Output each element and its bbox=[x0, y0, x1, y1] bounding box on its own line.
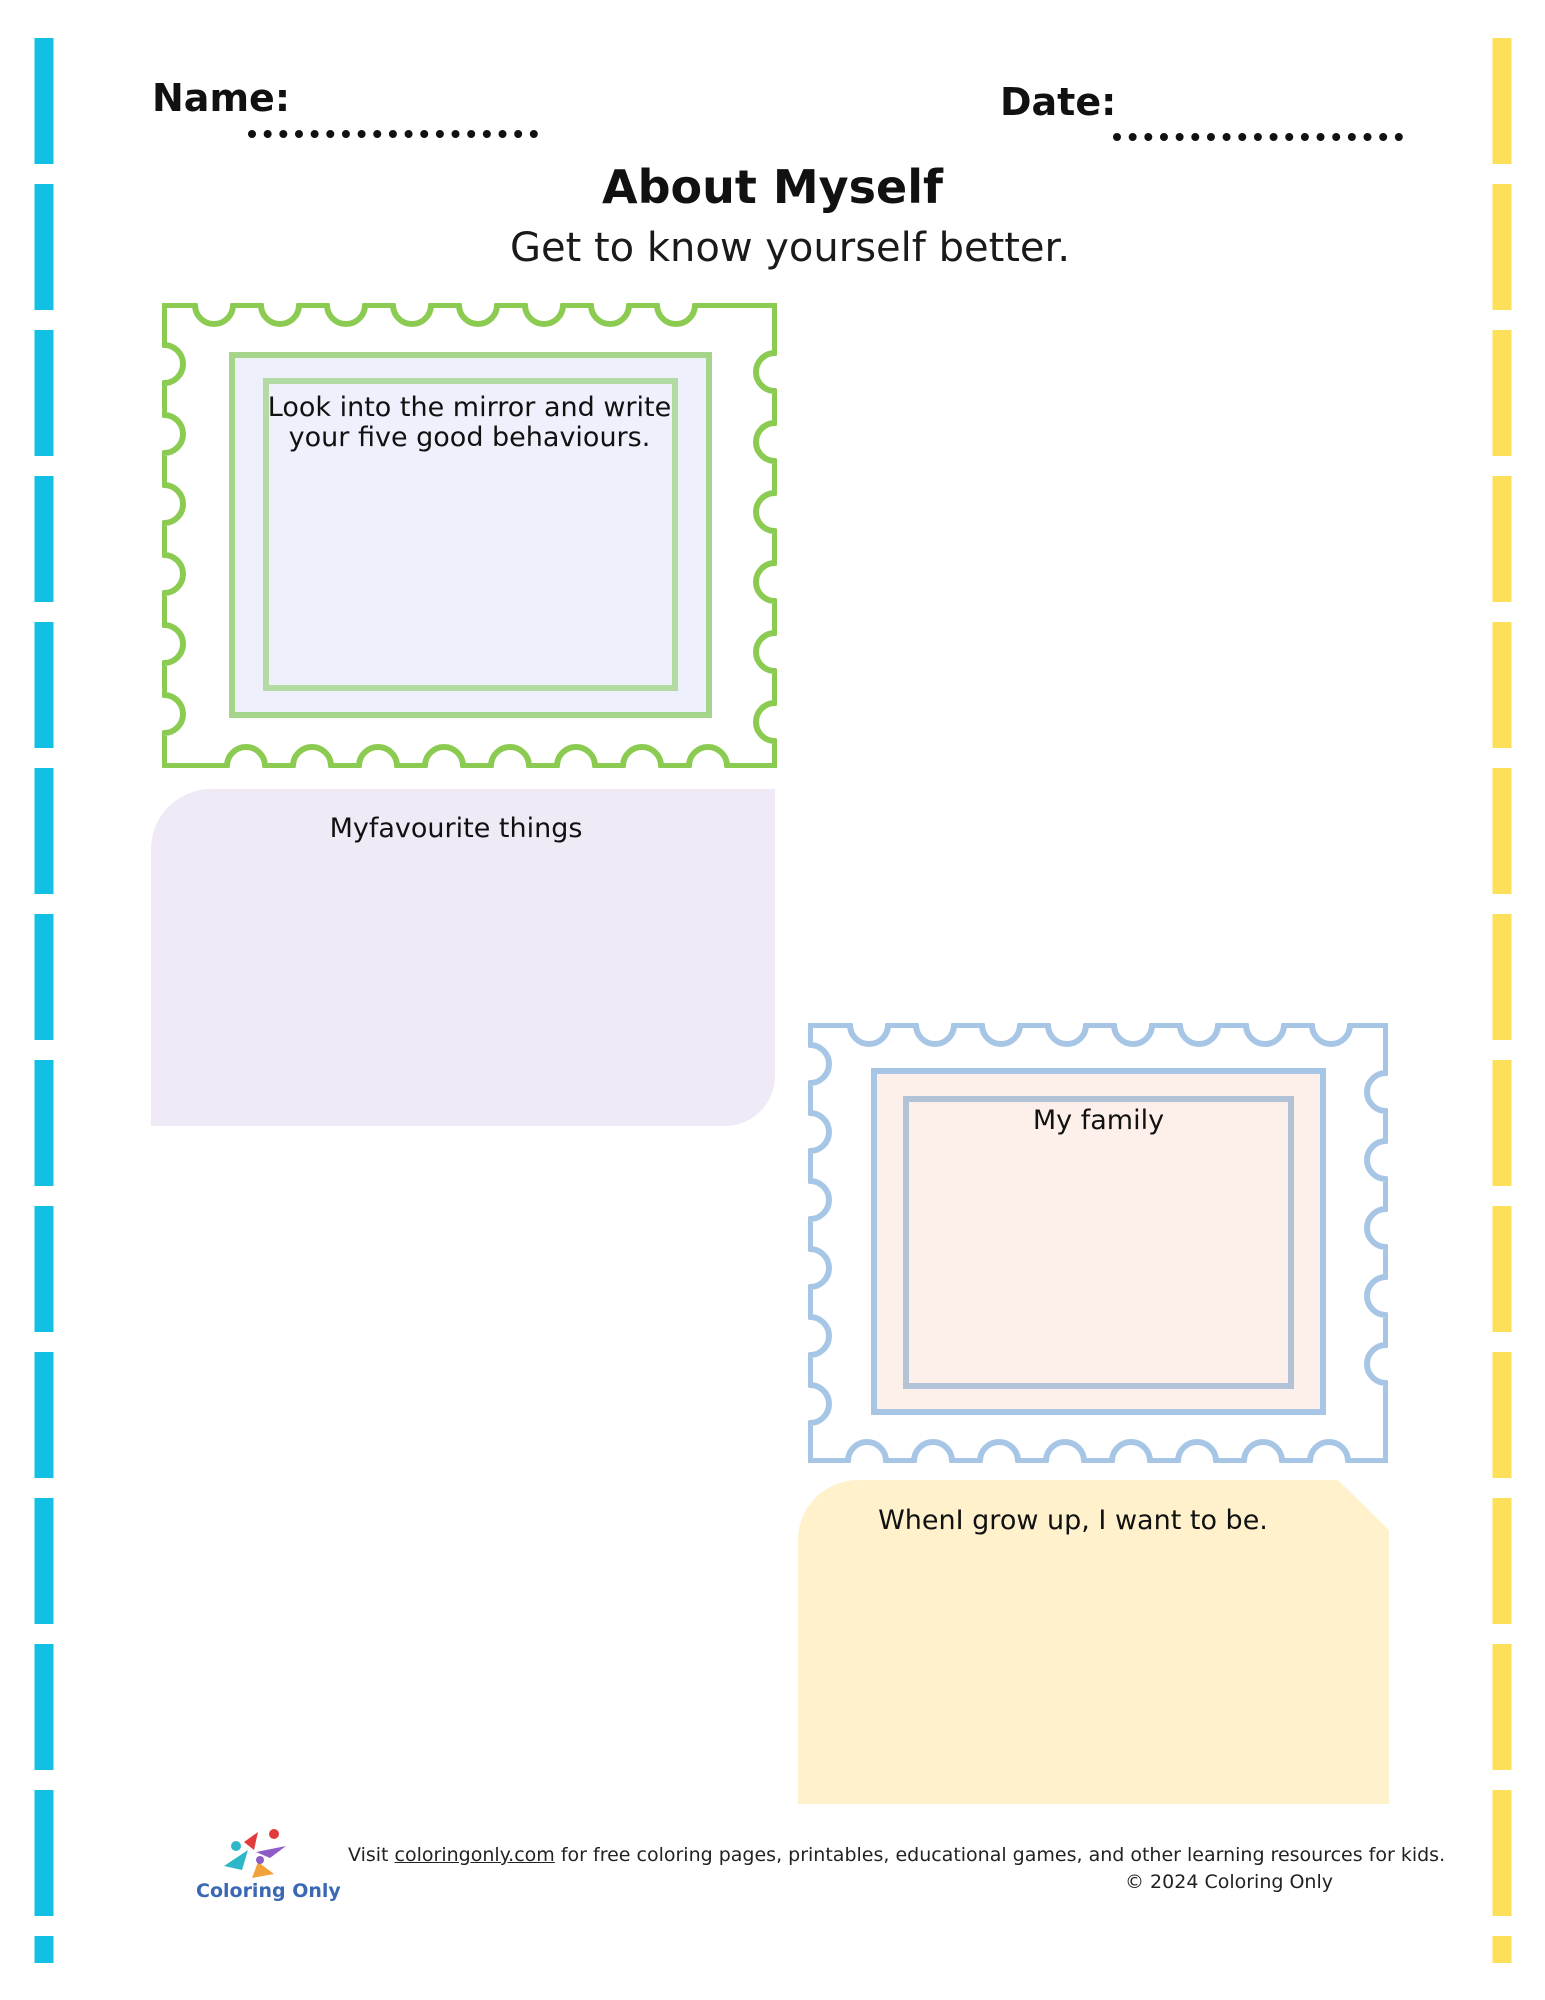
favourite-things-prompt: Myfavourite things bbox=[329, 813, 583, 844]
mirror-prompt: Look into the mirror and write your five… bbox=[262, 392, 677, 454]
date-field-line[interactable] bbox=[1113, 133, 1403, 141]
date-label: Date: bbox=[1000, 80, 1117, 124]
page-subtitle: Get to know yourself better. bbox=[509, 225, 1071, 271]
family-stamp-frame bbox=[808, 1023, 1388, 1463]
footer-visit-text: Visit coloringonly.com for free coloring… bbox=[348, 1844, 1445, 1866]
footer-visit-prefix: Visit bbox=[348, 1844, 395, 1866]
page-title: About Myself bbox=[601, 160, 943, 214]
copyright: © 2024 Coloring Only bbox=[1125, 1871, 1333, 1893]
mirror-stamp-frame bbox=[162, 303, 777, 768]
name-field-line[interactable] bbox=[248, 130, 538, 138]
family-prompt: My family bbox=[1032, 1105, 1165, 1136]
favourite-things-box[interactable] bbox=[151, 789, 775, 1126]
family-drawing-area[interactable] bbox=[920, 1150, 1280, 1370]
footer-visit-suffix: for free coloring pages, printables, edu… bbox=[554, 1844, 1446, 1866]
mirror-prompt-line1: Look into the mirror and write bbox=[267, 392, 672, 423]
grow-up-prompt: WhenI grow up, I want to be. bbox=[878, 1505, 1268, 1536]
grow-up-box[interactable] bbox=[798, 1480, 1389, 1804]
coloring-only-logo-icon bbox=[224, 1829, 286, 1878]
mirror-writing-area[interactable] bbox=[270, 470, 670, 670]
logo-text: Coloring Only bbox=[196, 1880, 341, 1902]
name-label: Name: bbox=[152, 76, 291, 120]
mirror-prompt-line2: your five good behaviours. bbox=[288, 422, 651, 454]
site-link[interactable]: coloringonly.com bbox=[394, 1844, 555, 1866]
